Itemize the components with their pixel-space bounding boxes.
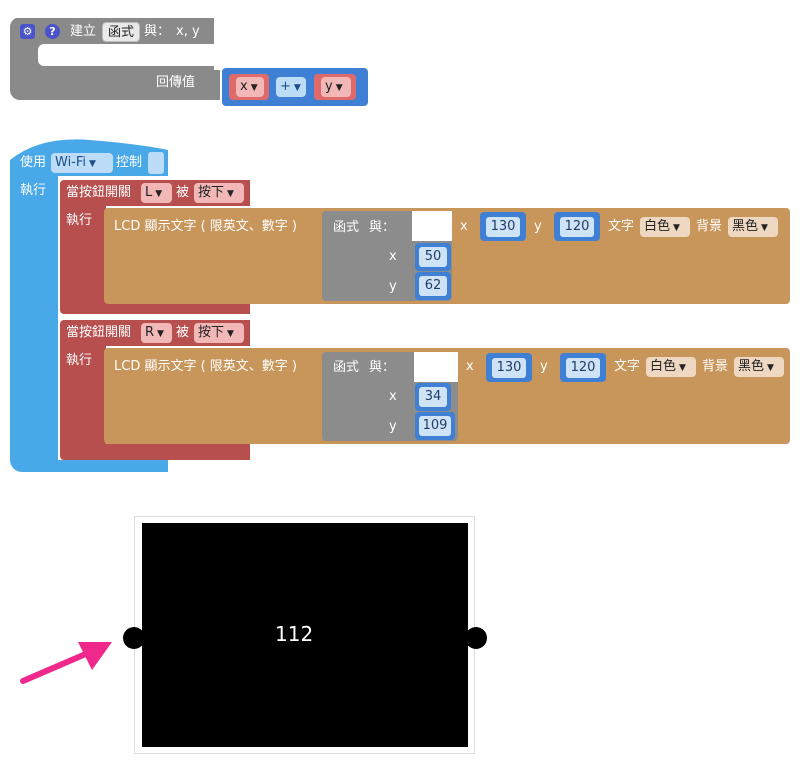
lcd-display-label: LCD 顯示文字 ( 限英文、數字 ) (114, 219, 298, 234)
arg-x-label: x (389, 389, 397, 404)
control-label: 控制 (116, 155, 143, 170)
pos-x-value[interactable]: 130 (486, 217, 520, 237)
params-label: x, y (176, 24, 200, 39)
arg-y-label: y (389, 419, 397, 434)
with-label: 與： (144, 24, 171, 39)
bg-color-label: 背景 (702, 359, 729, 374)
return-label: 回傳值 (156, 75, 196, 90)
arg-x-value[interactable]: 34 (419, 387, 447, 407)
lcd-screen (142, 523, 468, 747)
wifi-block-shape (10, 139, 168, 472)
button-dropdown[interactable]: L▼ (141, 183, 172, 203)
arg-y-label: y (389, 279, 397, 294)
define-label: 建立 (70, 24, 97, 39)
action-dropdown[interactable]: 按下▼ (194, 323, 244, 343)
call-with-label: 與： (369, 220, 396, 235)
function-call-notch (412, 211, 452, 241)
function-call-notch (414, 352, 458, 382)
pointer-arrow-icon (20, 642, 112, 684)
wifi-dropdown[interactable]: Wi-Fi▼ (51, 153, 113, 173)
pos-y-value[interactable]: 120 (566, 358, 600, 378)
variable-y-dropdown[interactable]: y▼ (321, 77, 351, 97)
wifi-exec-label: 執行 (20, 183, 47, 198)
arg-x-value[interactable]: 50 (419, 247, 447, 267)
function-name-field[interactable]: 函式 (102, 22, 140, 42)
when-button-label: 當按鈕開關 (66, 325, 132, 340)
function-block-shape (9, 18, 220, 100)
use-label: 使用 (20, 155, 47, 170)
when-button-label: 當按鈕開關 (66, 185, 132, 200)
call-name-label: 函式 (333, 360, 360, 375)
bg-color-label: 背景 (696, 219, 723, 234)
lcd-display-text: 112 (275, 622, 314, 646)
variable-x-dropdown[interactable]: x▼ (236, 77, 264, 97)
help-icon[interactable]: ? (45, 24, 60, 39)
bg-color-dropdown[interactable]: 黑色▼ (728, 217, 778, 237)
exec-label: 執行 (66, 213, 93, 228)
pos-x-label: x (460, 219, 468, 234)
text-color-dropdown[interactable]: 白色▼ (640, 217, 690, 237)
bg-color-dropdown[interactable]: 黑色▼ (734, 357, 784, 377)
operator-dropdown[interactable]: +▼ (276, 77, 306, 97)
call-with-label: 與： (369, 360, 396, 375)
text-color-dropdown[interactable]: 白色▼ (646, 357, 696, 377)
button-dropdown[interactable]: R▼ (141, 323, 172, 343)
text-color-label: 文字 (614, 359, 641, 374)
exec-label: 執行 (66, 353, 93, 368)
lcd-left-button[interactable] (123, 627, 145, 649)
call-name-label: 函式 (333, 220, 360, 235)
by-label: 被 (176, 185, 190, 200)
by-label: 被 (176, 325, 190, 340)
pos-x-label: x (466, 359, 474, 374)
pos-y-label: y (540, 359, 548, 374)
action-dropdown[interactable]: 按下▼ (194, 183, 244, 203)
pos-y-value[interactable]: 120 (560, 217, 594, 237)
lcd-display-label: LCD 顯示文字 ( 限英文、數字 ) (114, 359, 298, 374)
arg-y-value[interactable]: 109 (419, 416, 451, 436)
lcd-right-button[interactable] (465, 627, 487, 649)
wifi-empty-slot[interactable] (148, 152, 164, 174)
pos-x-value[interactable]: 130 (492, 358, 526, 378)
pos-y-label: y (534, 219, 542, 234)
gear-icon[interactable]: ⚙ (20, 24, 35, 39)
text-color-label: 文字 (608, 219, 635, 234)
arg-y-value[interactable]: 62 (419, 276, 447, 296)
arg-x-label: x (389, 249, 397, 264)
